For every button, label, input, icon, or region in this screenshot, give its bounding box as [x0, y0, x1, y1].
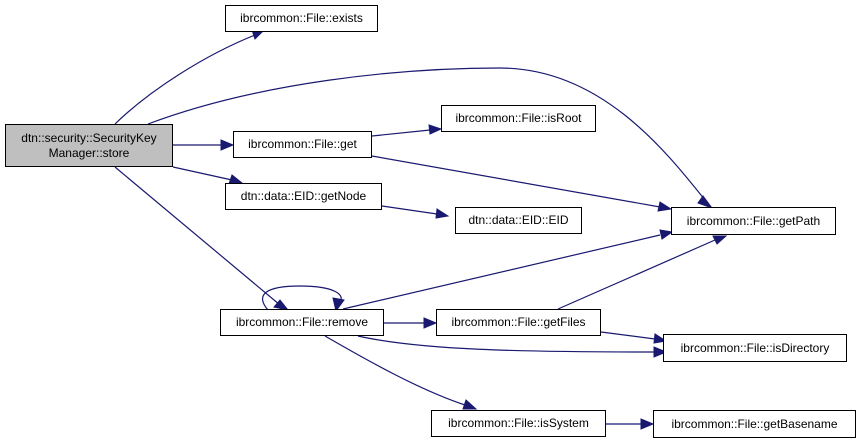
node-isroot[interactable]: ibrcommon::File::isRoot — [441, 105, 596, 132]
arrowhead-icon — [659, 229, 674, 240]
node-getfiles[interactable]: ibrcommon::File::getFiles — [436, 309, 601, 336]
edge-getnode-eid — [381, 205, 438, 215]
edge-getfiles-isdirectory — [600, 331, 656, 340]
node-get[interactable]: ibrcommon::File::get — [233, 131, 372, 158]
edge-store-exists — [114, 34, 256, 125]
edge-store-getpath — [147, 67, 706, 201]
node-eid[interactable]: dtn::data::EID::EID — [455, 207, 582, 234]
edge-get-getpath — [371, 155, 661, 208]
arrowhead-icon — [428, 124, 443, 135]
arrowhead-icon — [462, 399, 478, 410]
edge-store-getnode — [172, 166, 233, 181]
edge-remove-isdirectory — [357, 335, 656, 353]
arrowhead-icon — [657, 201, 673, 212]
node-getpath[interactable]: ibrcommon::File::getPath — [671, 207, 836, 235]
node-isdirectory[interactable]: ibrcommon::File::isDirectory — [663, 334, 847, 362]
arrowhead-icon — [640, 418, 655, 430]
node-remove[interactable]: ibrcommon::File::remove — [220, 309, 384, 336]
edge-remove-getpath — [342, 234, 661, 310]
node-getnode[interactable]: dtn::data::EID::getNode — [225, 183, 382, 210]
node-exists[interactable]: ibrcommon::File::exists — [225, 5, 378, 32]
node-store[interactable]: dtn::security::SecurityKey Manager::stor… — [5, 124, 173, 167]
edge-remove-issystem — [324, 335, 466, 406]
arrowhead-icon — [273, 299, 290, 311]
edge-getfiles-getpath — [557, 239, 716, 310]
arrowhead-icon — [653, 346, 668, 358]
edge-remove-self — [262, 285, 342, 311]
arrowhead-icon — [712, 235, 728, 245]
node-issystem[interactable]: ibrcommon::File::isSystem — [431, 410, 606, 437]
arrowhead-icon — [332, 297, 345, 313]
node-getbasename[interactable]: ibrcommon::File::getBasename — [653, 410, 856, 438]
arrowhead-icon — [435, 208, 450, 219]
arrowhead-icon — [220, 139, 235, 151]
edge-get-isroot — [371, 129, 431, 137]
arrowhead-icon — [423, 317, 438, 329]
arrowhead-icon — [697, 195, 714, 210]
edge-store-remove — [114, 166, 281, 306]
